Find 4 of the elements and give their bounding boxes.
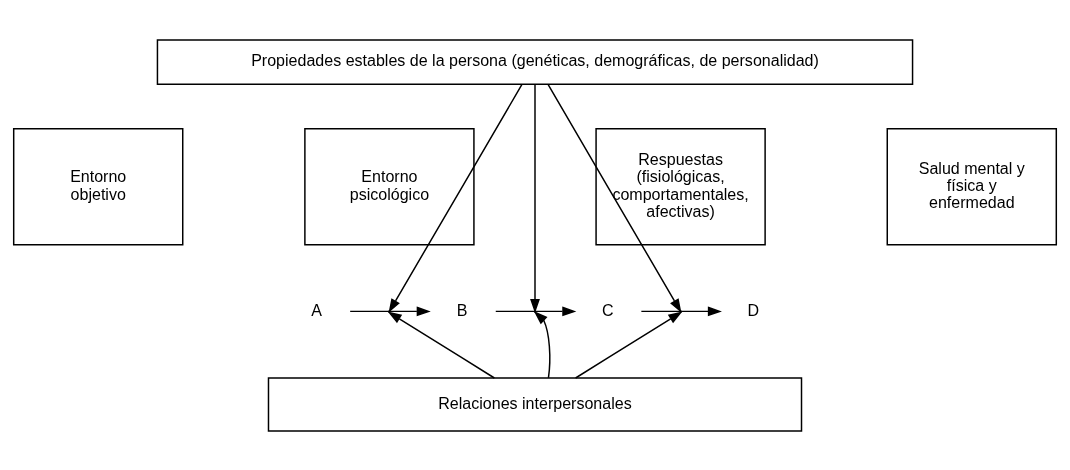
node-text: D <box>747 300 760 319</box>
node-text: C <box>602 300 614 319</box>
node-text: B <box>456 300 468 319</box>
node-text: A <box>311 300 322 319</box>
